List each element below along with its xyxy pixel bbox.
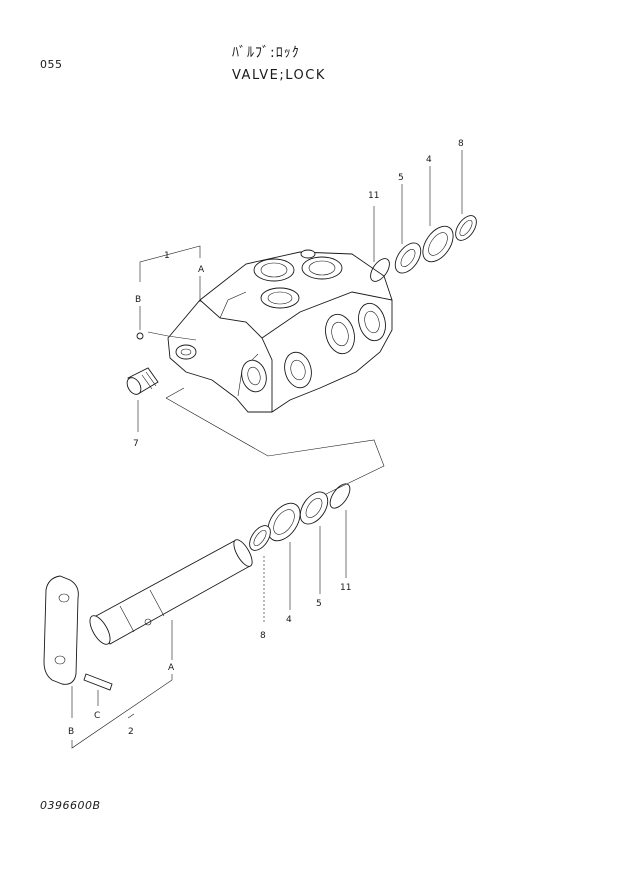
- assembly-line-upper: [165, 397, 385, 495]
- callout-part-1: 1: [164, 251, 170, 261]
- callout-part-11-upper: 11: [368, 191, 379, 201]
- lower-reference-bracket: [71, 620, 173, 749]
- upper-seal-rings: [370, 215, 477, 282]
- page-number: 055: [40, 58, 63, 71]
- lower-ring-leaders: [263, 510, 347, 624]
- callout-part-5-lower: 5: [316, 599, 322, 609]
- callout-part-11-lower: 11: [340, 583, 351, 593]
- pin-part-c: [83, 673, 113, 691]
- callout-part-5-upper: 5: [398, 173, 404, 183]
- callout-part-8-lower: 8: [260, 631, 266, 641]
- upper-reference-bracket: [136, 245, 201, 341]
- lever-plate: [43, 575, 79, 685]
- callout-ref-c-lower: C: [94, 711, 100, 721]
- callout-ref-a-lower: A: [168, 663, 175, 673]
- callout-part-7: 7: [133, 439, 139, 449]
- drawing-code: 0396600B: [40, 799, 101, 812]
- lower-seal-rings: [249, 483, 351, 551]
- title-japanese: ﾊﾞﾙﾌﾞ:ﾛｯｸ: [232, 45, 300, 61]
- callout-part-4-upper: 4: [426, 155, 432, 165]
- spool-shaft-part-2: [89, 539, 253, 645]
- title-english: VALVE;LOCK: [232, 68, 326, 83]
- callout-part-8-upper: 8: [458, 139, 464, 149]
- callout-part-2: 2: [128, 727, 134, 737]
- plug-part-7: [126, 367, 159, 395]
- callout-ref-b-lower: B: [68, 727, 74, 737]
- callout-ref-a-upper: A: [198, 265, 205, 275]
- callout-part-4-lower: 4: [286, 615, 292, 625]
- valve-body: [167, 249, 393, 413]
- callout-ref-b-upper: B: [135, 295, 141, 305]
- upper-ring-leaders: [373, 150, 463, 262]
